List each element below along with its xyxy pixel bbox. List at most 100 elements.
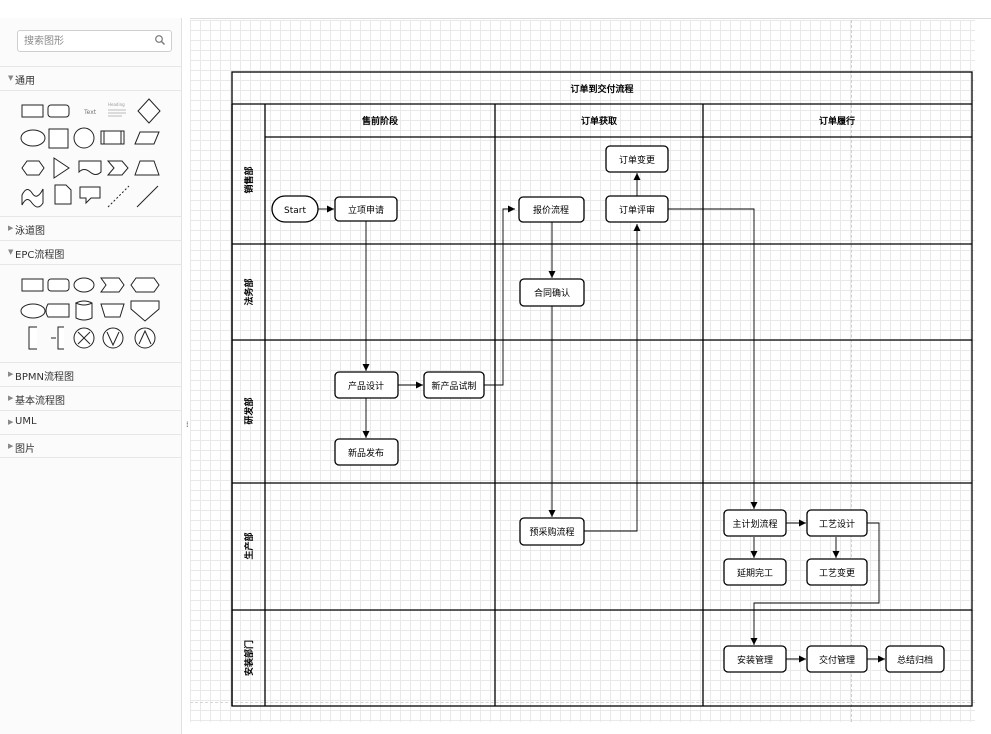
- epc-bracket[interactable]: [28, 326, 37, 350]
- node-pre-procurement[interactable]: [519, 517, 585, 546]
- shape-ellipse[interactable]: [20, 129, 46, 147]
- search-input[interactable]: [24, 34, 154, 48]
- node-product-design-label: 产品设计: [348, 380, 384, 392]
- shape-dashed-line[interactable]: [107, 185, 130, 208]
- node-new-product-release[interactable]: [334, 438, 399, 466]
- edge-preorder-review[interactable]: [584, 224, 641, 532]
- epc-activity[interactable]: [47, 278, 70, 292]
- node-project-apply[interactable]: [334, 196, 398, 222]
- search-box[interactable]: [17, 30, 172, 52]
- node-delivery-manage[interactable]: [806, 645, 868, 673]
- epc-function[interactable]: [21, 278, 44, 292]
- epc-database[interactable]: [74, 300, 93, 321]
- epc-ellipse[interactable]: [20, 303, 46, 319]
- lane-label-rnd: 研发部: [243, 397, 255, 424]
- shape-step[interactable]: [106, 160, 129, 176]
- shape-sidebar: ▼ 通用 Text Heading: [0, 18, 182, 734]
- chevron-down-icon: ▼: [8, 74, 14, 82]
- lane-label-production: 生产部: [243, 532, 255, 559]
- svg-text:Heading: Heading: [108, 102, 125, 107]
- section-epc[interactable]: ▼ EPC流程图: [0, 240, 181, 264]
- shape-diamond[interactable]: [137, 98, 161, 124]
- shape-rectangle[interactable]: [21, 104, 44, 118]
- shape-trapezoid[interactable]: [134, 160, 160, 176]
- section-flowchart[interactable]: ▶ 基本流程图: [0, 386, 181, 410]
- chevron-right-icon: ▶: [8, 224, 14, 232]
- node-master-plan[interactable]: [723, 509, 787, 537]
- epc-or[interactable]: [102, 327, 124, 349]
- node-install-manage-label: 安装管理: [737, 654, 773, 666]
- shape-process[interactable]: [100, 130, 125, 145]
- node-install-manage[interactable]: [723, 645, 787, 673]
- epc-step[interactable]: [100, 277, 125, 293]
- section-bpmn[interactable]: ▶ BPMN流程图: [0, 362, 181, 386]
- node-start-label: Start: [284, 206, 306, 216]
- section-images[interactable]: ▶ 图片: [0, 434, 181, 458]
- shape-note[interactable]: [54, 184, 72, 205]
- general-shapes-palette: Text Heading: [0, 90, 181, 217]
- edge-trial-quote[interactable]: [484, 205, 515, 386]
- section-uml[interactable]: ▶ UML: [0, 410, 181, 434]
- section-swimlane[interactable]: ▶ 泳道图: [0, 216, 181, 240]
- epc-shapes[interactable]: [0, 265, 181, 363]
- shape-tape[interactable]: [21, 188, 44, 208]
- node-order-review[interactable]: [605, 195, 669, 223]
- section-general[interactable]: ▼ 通用: [0, 66, 181, 90]
- epc-event-ellipse[interactable]: [73, 277, 95, 293]
- node-summary-archive[interactable]: [885, 645, 945, 673]
- lane-label-legal: 法务部: [243, 278, 255, 305]
- node-craft-design[interactable]: [806, 509, 868, 537]
- epc-offpage[interactable]: [130, 300, 160, 322]
- search-icon[interactable]: [154, 34, 166, 46]
- epc-data[interactable]: [45, 303, 70, 318]
- chevron-right-icon: ▶: [8, 442, 14, 450]
- node-order-change[interactable]: [605, 145, 669, 173]
- node-summary-archive-label: 总结归档: [897, 654, 933, 666]
- edge-review-plan[interactable]: [668, 208, 758, 509]
- shape-triangle[interactable]: [53, 157, 70, 179]
- node-delivery-manage-label: 交付管理: [819, 654, 855, 666]
- edge-craft-install[interactable]: [750, 522, 880, 645]
- epc-annotation[interactable]: [51, 326, 64, 350]
- section-swimlane-label: 泳道图: [15, 226, 45, 237]
- section-bpmn-label: BPMN流程图: [15, 372, 74, 383]
- section-images-label: 图片: [15, 444, 35, 455]
- epc-manual[interactable]: [100, 303, 125, 318]
- page-guide-horizontal: [190, 702, 975, 703]
- section-uml-label: UML: [15, 416, 37, 427]
- canvas-top-border: [190, 18, 991, 19]
- epc-xor[interactable]: [73, 327, 95, 349]
- shape-line[interactable]: [136, 185, 159, 208]
- sidebar-collapse-handle[interactable]: ⁞: [186, 420, 189, 429]
- node-order-change-label: 订单变更: [619, 154, 655, 166]
- shape-hexagon[interactable]: [21, 160, 45, 176]
- shape-circle[interactable]: [73, 127, 95, 149]
- shape-callout[interactable]: [79, 186, 101, 205]
- shape-textbox[interactable]: Heading: [108, 102, 126, 117]
- node-delayed-completion[interactable]: [723, 558, 787, 586]
- phase-header-order-acquire: 订单获取: [581, 115, 618, 127]
- shape-rounded-rectangle[interactable]: [47, 104, 70, 118]
- general-shapes[interactable]: Text Heading: [0, 91, 181, 217]
- epc-event[interactable]: [130, 277, 160, 293]
- node-quote-process[interactable]: [518, 196, 585, 223]
- shape-document[interactable]: [78, 160, 102, 175]
- shape-square[interactable]: [48, 128, 69, 149]
- node-contract-confirm[interactable]: [519, 278, 585, 307]
- chevron-right-icon: ▶: [8, 370, 14, 378]
- chevron-right-icon: ▶: [8, 394, 14, 402]
- node-start[interactable]: [271, 195, 319, 223]
- node-pre-procurement-label: 预采购流程: [529, 526, 574, 538]
- section-epc-label: EPC流程图: [15, 250, 65, 261]
- node-new-product-trial[interactable]: [423, 371, 485, 399]
- node-product-design[interactable]: [334, 371, 399, 399]
- chevron-right-icon: ▶: [8, 418, 14, 426]
- node-quote-process-label: 报价流程: [533, 204, 569, 216]
- node-craft-change[interactable]: [806, 558, 868, 586]
- node-contract-confirm-label: 合同确认: [534, 287, 570, 299]
- shape-text[interactable]: Text: [83, 109, 97, 116]
- epc-and[interactable]: [134, 327, 156, 349]
- shape-parallelogram[interactable]: [134, 131, 160, 145]
- phase-header-presales: 售前阶段: [361, 115, 399, 127]
